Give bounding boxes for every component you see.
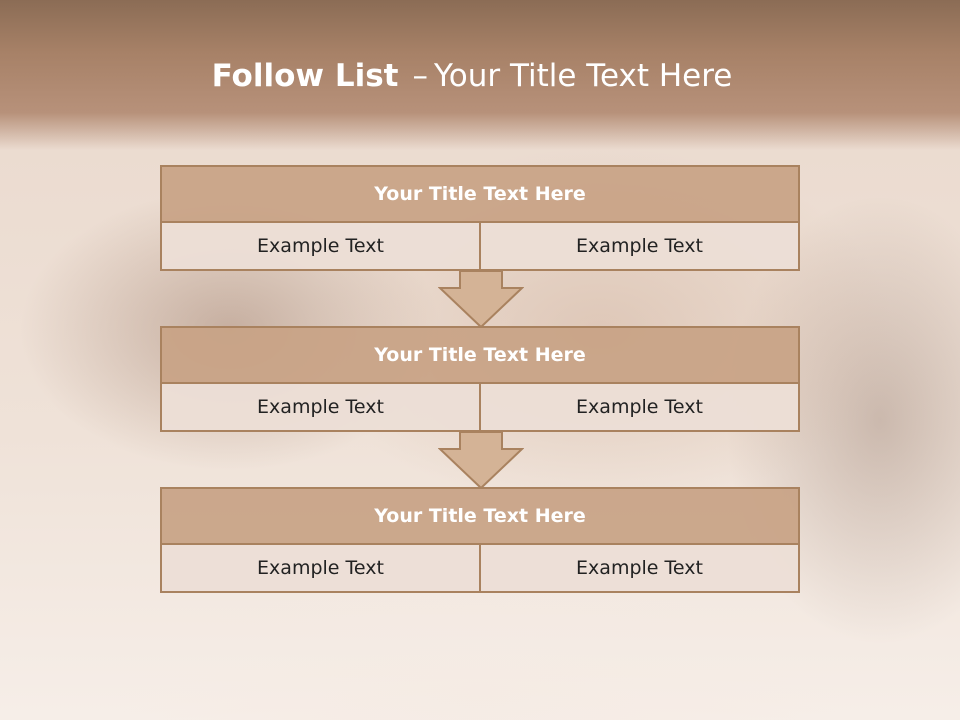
step-title: Your Title Text Here [162,489,798,545]
slide-title-dash: – [412,58,428,94]
step-cell-left: Example Text [162,384,479,430]
header-band [0,0,960,150]
step-title: Your Title Text Here [162,167,798,223]
step-card-1: Your Title Text Here Example Text Exampl… [160,165,800,271]
step-cell-left: Example Text [162,545,479,591]
down-arrow-icon [438,270,524,328]
step-title: Your Title Text Here [162,328,798,384]
step-cell-right: Example Text [479,223,798,269]
step-card-2: Your Title Text Here Example Text Exampl… [160,326,800,432]
step-row: Example Text Example Text [162,223,798,269]
slide-title-rest: Your Title Text Here [433,58,733,94]
slide-title: Follow List–Your Title Text Here [0,56,944,96]
step-cell-right: Example Text [479,545,798,591]
step-row: Example Text Example Text [162,545,798,591]
step-row: Example Text Example Text [162,384,798,430]
down-arrow-icon [438,431,524,489]
slide-title-bold: Follow List [211,58,399,94]
step-card-3: Your Title Text Here Example Text Exampl… [160,487,800,593]
step-cell-left: Example Text [162,223,479,269]
step-cell-right: Example Text [479,384,798,430]
